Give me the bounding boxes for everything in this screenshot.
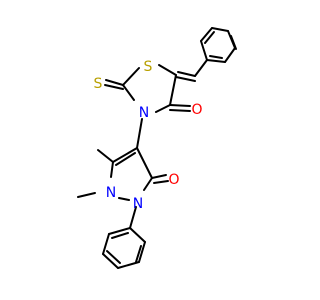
molecule-structure: S S N O N N O [0,0,300,300]
atom-label-thiazolidine-n: N [139,105,149,121]
bond [129,227,146,243]
bond [115,152,136,166]
bond [77,192,96,198]
bond [194,59,208,77]
bond [155,104,171,113]
bond [206,59,226,63]
bond [102,233,110,255]
atom-label-pyrazolone-n2: N [133,196,143,212]
atom-label-pyrazolone-n1: N [106,185,116,201]
atom-labels-group: S S N O N N O [94,59,203,212]
bond [136,118,143,149]
bond [138,241,146,263]
bond [110,161,114,178]
bond [105,79,124,86]
bond [102,253,119,269]
bond [143,177,153,191]
bond [129,206,137,229]
bond [211,27,229,32]
bond [111,232,129,239]
bond [122,84,135,101]
bond [122,67,140,86]
bond [169,109,191,112]
atom-label-carbonyl-o-thiazolidinone: O [191,102,202,118]
bonds-group [77,27,237,269]
bond [108,227,131,235]
bond [200,40,208,61]
bond [204,31,215,44]
bond [136,147,153,179]
bond [104,84,124,90]
atom-label-thiazolidine-s: S [144,59,153,75]
atom-label-carbonyl-o-pyrazolone: O [168,172,179,188]
atom-label-thione-s: S [94,76,103,92]
bond [135,245,142,263]
bond [112,147,138,163]
bond [158,64,177,76]
bond [169,104,191,107]
bond [106,250,121,264]
bond [153,180,169,184]
bond [224,47,236,63]
bond [118,197,130,201]
bond [117,261,140,269]
bond [200,27,213,42]
bond [230,35,237,50]
bond [97,149,114,163]
bond [175,76,196,82]
background [0,0,300,300]
bond [169,74,177,106]
bond [209,55,223,59]
bond [151,174,167,179]
bond [177,71,196,77]
